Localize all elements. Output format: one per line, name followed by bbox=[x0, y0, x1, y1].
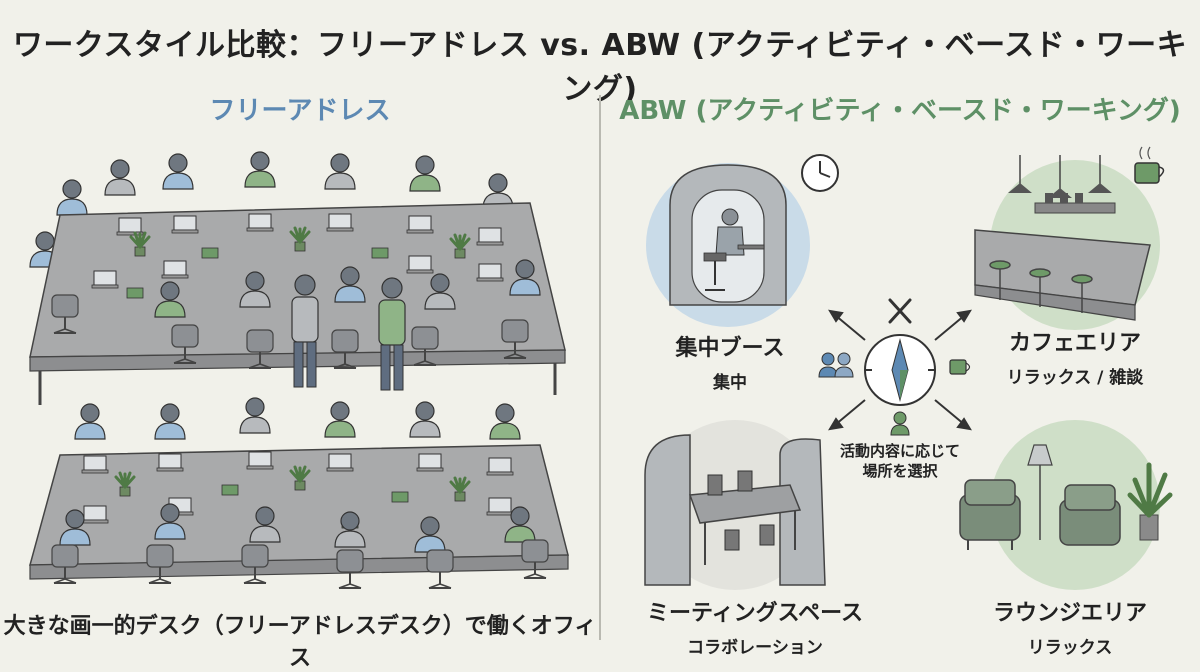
lounge-illustration bbox=[959, 420, 1173, 590]
zone-title: ラウンジエリア bbox=[992, 601, 1147, 626]
coffee-cup-icon bbox=[1134, 146, 1165, 184]
armchair-icon bbox=[959, 479, 1021, 550]
meeting-space-illustration bbox=[644, 420, 826, 590]
center-text-line: 場所を選択 bbox=[862, 462, 938, 480]
free-address-office-illustration bbox=[29, 151, 569, 589]
zone-cafe: カフェエリア リラックス / 雑談 bbox=[980, 325, 1170, 388]
people-icon bbox=[818, 352, 854, 378]
free-address-caption: 大きな画一的デスク（フリーアドレスデスク）で働くオフィス bbox=[3, 614, 597, 671]
zone-subtitle: リラックス bbox=[1027, 638, 1113, 658]
cafe-illustration bbox=[974, 146, 1165, 330]
focus-booth-illustration bbox=[646, 154, 839, 327]
person-icon bbox=[890, 411, 910, 436]
zone-title: ミーティングスペース bbox=[646, 601, 864, 626]
center-text-line: 活動内容に応じて bbox=[839, 442, 960, 460]
clock-icon bbox=[801, 154, 839, 192]
center-divider bbox=[599, 95, 601, 640]
free-address-heading: フリーアドレス bbox=[209, 96, 391, 126]
desk-cluster-bottom bbox=[29, 397, 569, 589]
zone-subtitle: リラックス / 雑談 bbox=[1006, 368, 1144, 388]
zone-lounge: ラウンジエリア リラックス bbox=[990, 595, 1150, 658]
abw-zones-illustration bbox=[644, 146, 1173, 590]
zone-focus-booth: 集中ブース 集中 bbox=[660, 330, 800, 393]
zone-meeting-space: ミーティングスペース コラボレーション bbox=[630, 595, 880, 658]
compass-icon bbox=[864, 334, 936, 406]
zone-title: 集中ブース bbox=[675, 336, 785, 361]
small-coffee-icon bbox=[949, 359, 971, 375]
zone-subtitle: コラボレーション bbox=[687, 638, 823, 658]
zone-subtitle: 集中 bbox=[713, 373, 747, 393]
choose-location-text: 活動内容に応じて 場所を選択 bbox=[810, 441, 990, 481]
desk-cluster-top bbox=[29, 151, 566, 405]
abw-heading: ABW (アクティビティ・ベースド・ワーキング) bbox=[619, 96, 1181, 126]
zone-title: カフェエリア bbox=[1008, 331, 1141, 356]
tools-icon bbox=[888, 298, 912, 324]
page-title: ワークスタイル比較：フリーアドレス vs. ABW (アクティビティ・ベースド・… bbox=[12, 28, 1188, 107]
